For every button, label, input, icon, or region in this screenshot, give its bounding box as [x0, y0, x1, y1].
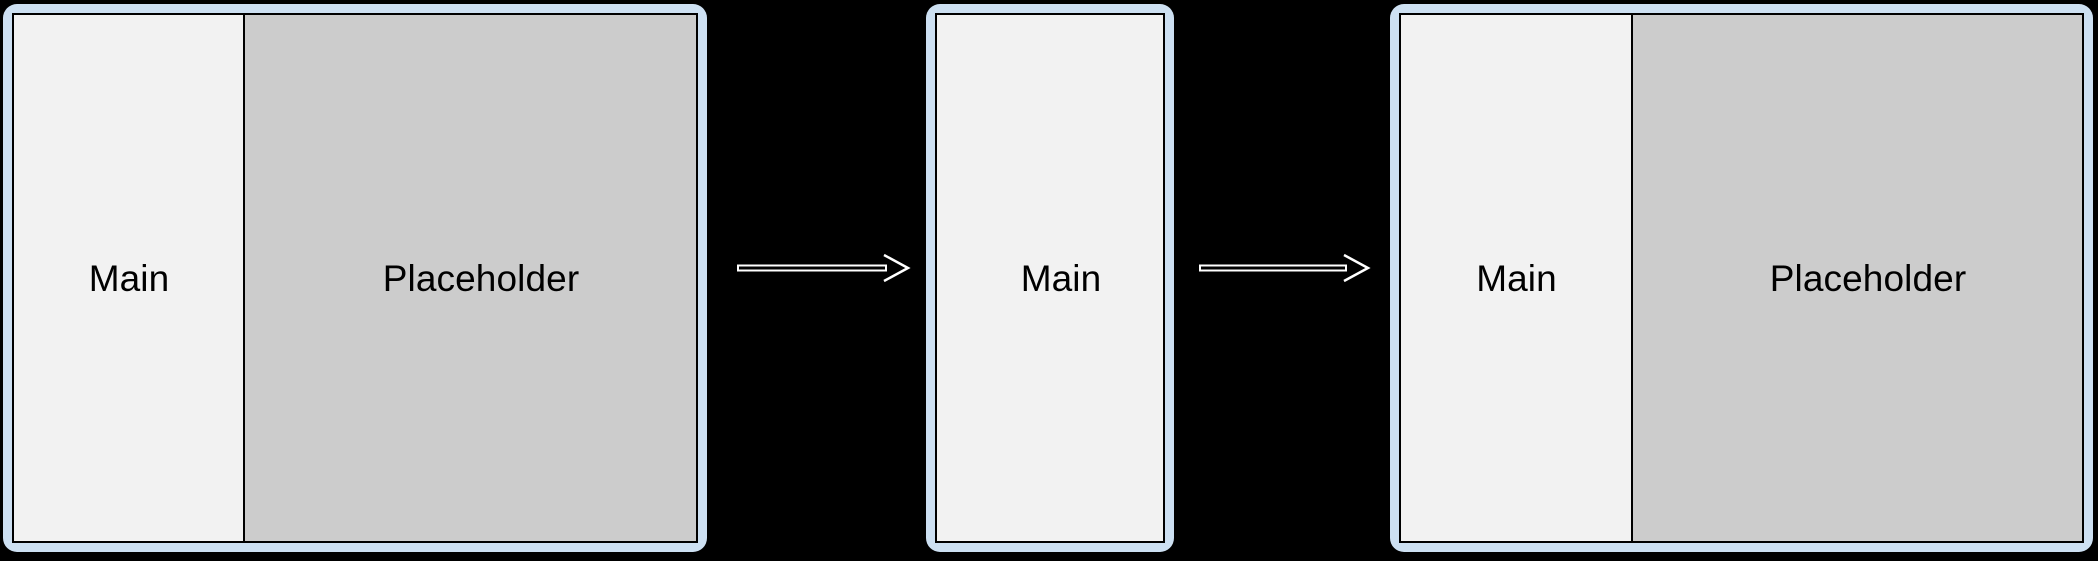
region-label: Placeholder: [1769, 257, 1967, 299]
panel-1-region-placeholder[interactable]: Placeholder: [243, 15, 696, 541]
panel-3-inner: Main Placeholder: [1399, 13, 2084, 543]
panel-2-inner: Main: [935, 13, 1165, 543]
panel-2-region-main[interactable]: Main: [937, 15, 1163, 541]
panel-1[interactable]: Main Placeholder: [3, 4, 707, 552]
region-label: Main: [1476, 257, 1557, 299]
panel-3[interactable]: Main Placeholder: [1390, 4, 2093, 552]
flow-arrow-1: [737, 252, 911, 284]
region-label: Placeholder: [382, 257, 580, 299]
panel-1-region-main[interactable]: Main: [14, 15, 244, 541]
region-label: Main: [1020, 257, 1102, 299]
region-label: Main: [88, 257, 170, 299]
panel-3-region-main[interactable]: Main: [1401, 15, 1632, 541]
panel-3-region-placeholder[interactable]: Placeholder: [1631, 15, 2082, 541]
flow-arrow-2: [1199, 252, 1371, 284]
panel-2[interactable]: Main: [926, 4, 1174, 552]
panel-1-inner: Main Placeholder: [12, 13, 698, 543]
